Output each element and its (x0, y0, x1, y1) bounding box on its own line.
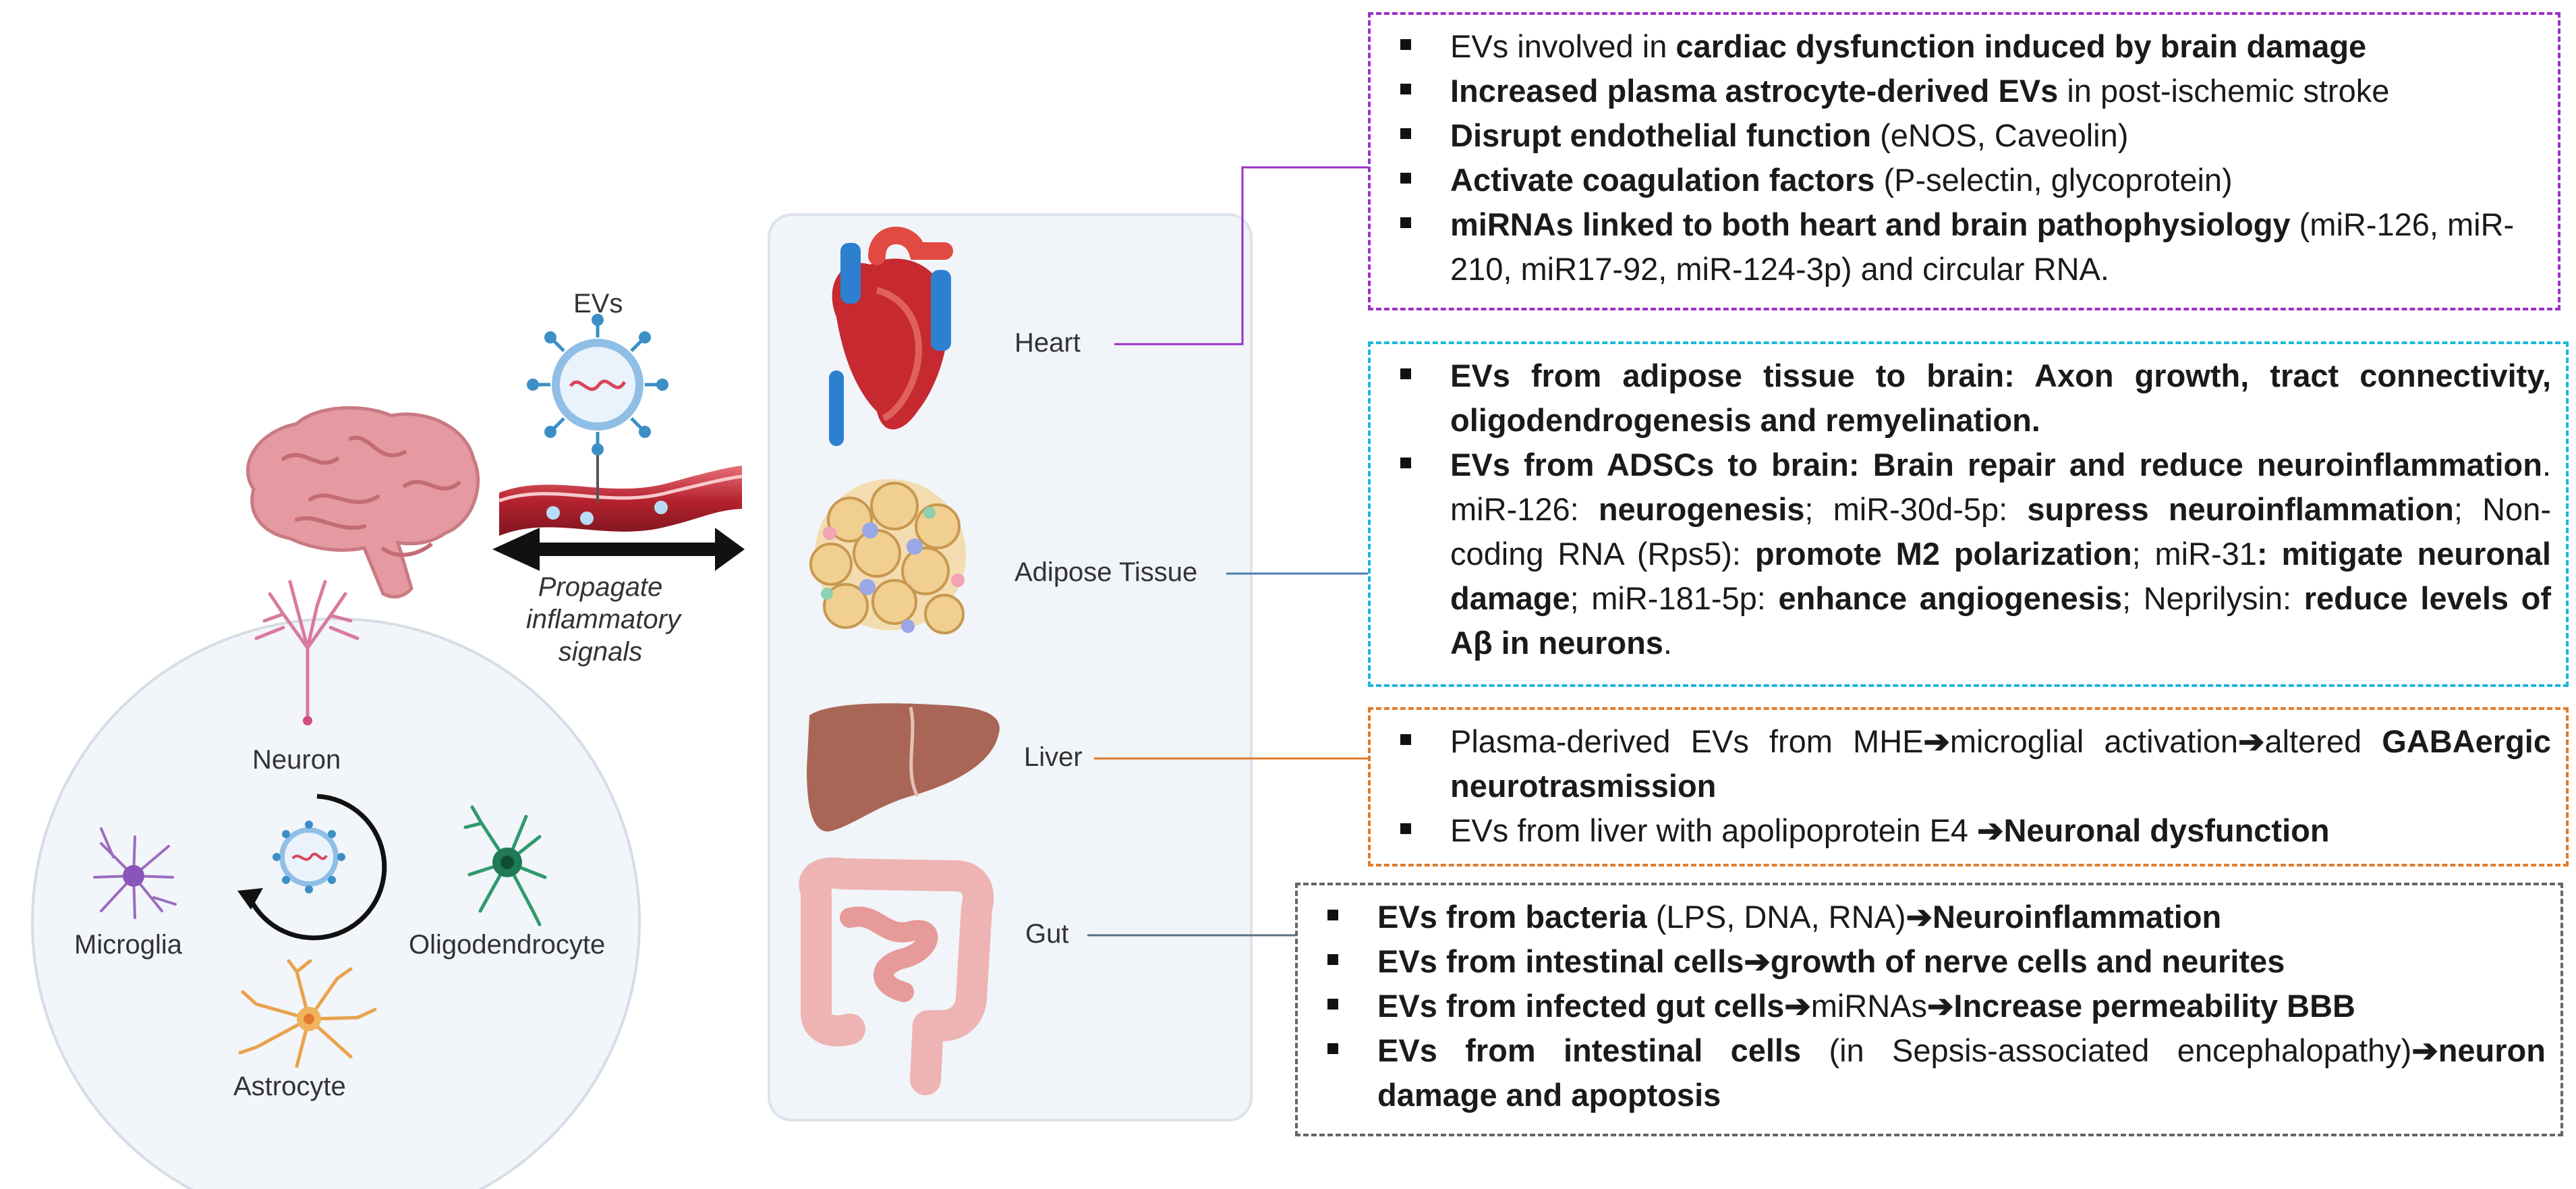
oligodendrocyte-icon (463, 805, 547, 927)
gut-item-3: EVs from infected gut cells➔miRNAs➔Incre… (1313, 984, 2546, 1028)
astrocyte-label: Astrocyte (233, 1072, 346, 1101)
neuron-label: Neuron (252, 745, 341, 775)
adipose-effects-box: EVs from adipose tissue to brain: Axon g… (1368, 341, 2569, 687)
astrocyte-icon (238, 959, 377, 1068)
oligodendrocyte-label: Oligodendrocyte (409, 930, 606, 960)
ev-vesicle-icon (527, 314, 668, 503)
liver-item-1: Plasma-derived EVs from MHE➔microglial a… (1385, 719, 2551, 808)
propagate-label: Propagate inflammatory signals (526, 572, 681, 667)
blood-vessel (498, 466, 743, 536)
double-arrow (492, 528, 745, 571)
adipose-item-1: EVs from adipose tissue to brain: Axon g… (1385, 354, 2551, 443)
heart-item-1: EVs involved in cardiac dysfunction indu… (1385, 24, 2543, 69)
heart-item-3: Disrupt endothelial function (eNOS, Cave… (1385, 113, 2543, 158)
heart-item-5: miRNAs linked to both heart and brain pa… (1385, 202, 2543, 292)
adipose-item-2: EVs from ADSCs to brain: Brain repair an… (1385, 443, 2551, 665)
gut-item-2: EVs from intestinal cells➔growth of nerv… (1313, 939, 2546, 984)
liver-icon (807, 703, 1000, 832)
brain-icon (246, 406, 480, 599)
adipose-tissue-icon (809, 479, 966, 634)
heart-label: Heart (1014, 328, 1081, 358)
cell-circle (31, 617, 641, 1189)
adipose-tissue-label: Adipose Tissue (1014, 557, 1198, 587)
gut-effects-box: EVs from bacteria (LPS, DNA, RNA)➔Neuroi… (1295, 883, 2563, 1136)
cycle-arrows-icon (237, 794, 387, 941)
gut-item-4: EVs from intestinal cells (in Sepsis-ass… (1313, 1028, 2546, 1117)
liver-effects-box: Plasma-derived EVs from MHE➔microglial a… (1368, 707, 2569, 866)
evs-label: EVs (573, 289, 623, 319)
liver-item-2: EVs from liver with apolipoprotein E4 ➔N… (1385, 808, 2551, 853)
microglia-label: Microglia (74, 930, 183, 960)
neuron-icon (254, 580, 360, 725)
heart-effects-box: EVs involved in cardiac dysfunction indu… (1368, 12, 2560, 310)
organ-panel (768, 213, 1253, 1122)
liver-label: Liver (1024, 742, 1083, 772)
microglia-icon (93, 827, 177, 919)
gut-item-1: EVs from bacteria (LPS, DNA, RNA)➔Neuroi… (1313, 895, 2546, 939)
gut-label: Gut (1025, 919, 1069, 949)
heart-connector (1114, 166, 1368, 345)
heart-item-4: Activate coagulation factors (P-selectin… (1385, 158, 2543, 202)
heart-item-2: Increased plasma astrocyte-derived EVs i… (1385, 69, 2543, 113)
gut-icon (799, 857, 994, 1095)
heart-icon (829, 227, 953, 446)
